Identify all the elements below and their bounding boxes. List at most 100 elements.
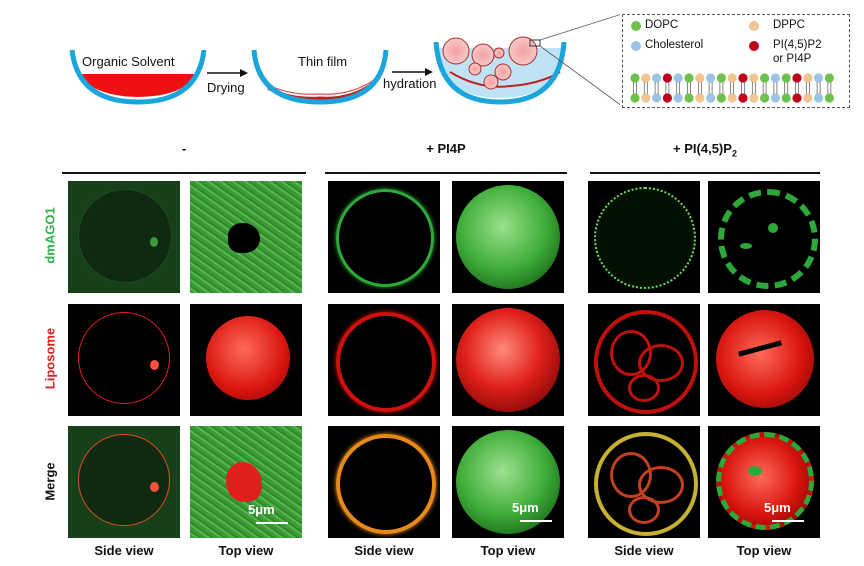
header-subscript: 2 xyxy=(731,148,737,159)
side-view-label: Side view xyxy=(614,543,674,558)
panel-merge-control-top: 5μm xyxy=(190,426,302,538)
panel-dmago1-pi4p-side xyxy=(328,181,440,293)
lipid-head xyxy=(673,73,683,83)
lipid-head xyxy=(749,93,759,103)
panel-merge-pi4p-side xyxy=(328,426,440,538)
lipid-tail xyxy=(633,82,637,94)
scale-bar-label: 5μm xyxy=(248,502,275,517)
panel-merge-pi4p-top: 5μm xyxy=(452,426,564,538)
thin-film-dish xyxy=(251,49,389,105)
row-label-merge: Merge xyxy=(42,462,58,501)
legend-pip2: PI(4,5)P2 xyxy=(773,39,822,51)
lipid-head xyxy=(716,73,726,83)
lipid-head xyxy=(824,93,834,103)
lipid-head xyxy=(792,93,802,103)
lipid-head xyxy=(824,73,834,83)
lipid-head xyxy=(706,93,716,103)
drying-label: Drying xyxy=(207,80,245,95)
scale-bar xyxy=(256,522,288,524)
column-header-pi4p: + PI4P xyxy=(426,141,466,156)
pip-icon xyxy=(749,41,759,51)
panel-dmago1-pip2-side xyxy=(588,181,700,293)
panel-liposome-pi4p-top xyxy=(452,304,564,416)
lipid-head xyxy=(781,93,791,103)
lipid-head xyxy=(781,73,791,83)
dopc-icon xyxy=(631,21,641,31)
panel-liposome-pip2-top xyxy=(708,304,820,416)
lipid-head xyxy=(803,93,813,103)
lipid-tail xyxy=(687,82,691,94)
lipid-head xyxy=(760,93,770,103)
lipid-tail xyxy=(708,82,713,94)
lipid-tail xyxy=(795,82,799,94)
column-divider xyxy=(62,172,306,174)
lipid-tail xyxy=(805,82,810,94)
column-divider xyxy=(590,172,820,174)
side-view-label: Side view xyxy=(94,543,154,558)
panel-liposome-pip2-side xyxy=(588,304,700,416)
liposome-dish xyxy=(433,14,620,106)
lipid-head xyxy=(716,93,726,103)
arrow-hydration xyxy=(392,68,433,76)
panel-dmago1-control-side xyxy=(68,181,180,293)
lipid-head xyxy=(738,73,748,83)
scale-bar-label: 5μm xyxy=(764,500,791,515)
lipid-legend: DOPC DPPC Cholesterol PI(4,5)P2 or PI4P xyxy=(622,14,850,108)
liposome-preparation-schematic xyxy=(69,14,620,106)
lipid-tail xyxy=(676,82,681,94)
panel-merge-control-side xyxy=(68,426,180,538)
lipid-tail xyxy=(827,82,832,94)
hydration-label: hydration xyxy=(383,76,437,91)
panel-liposome-pi4p-side xyxy=(328,304,440,416)
bilayer-icon xyxy=(630,73,834,103)
cholesterol-icon xyxy=(631,41,641,51)
lipid-head xyxy=(814,73,824,83)
lipid-head xyxy=(738,93,748,103)
lipid-tail xyxy=(741,82,745,94)
lipid-head xyxy=(641,73,651,83)
lipid-tail xyxy=(719,82,724,94)
scale-bar xyxy=(520,520,552,522)
scale-bar-label: 5μm xyxy=(512,500,539,515)
header-text: + PI(4,5)P xyxy=(673,141,732,156)
legend-pi4p: or PI4P xyxy=(773,53,812,65)
organic-solvent-label: Organic Solvent xyxy=(82,54,175,69)
panel-liposome-control-side xyxy=(68,304,180,416)
lipid-head xyxy=(760,73,770,83)
lipid-head xyxy=(673,93,683,103)
lipid-tail xyxy=(643,82,648,94)
thin-film-label: Thin film xyxy=(298,54,348,69)
lipid-head xyxy=(641,93,651,103)
lipid-tail xyxy=(665,82,670,94)
dppc-icon xyxy=(749,21,759,31)
row-label-dmago1: dmAGO1 xyxy=(42,207,58,264)
lipid-head xyxy=(727,73,737,83)
lipid-tail xyxy=(784,82,789,94)
lipid-head xyxy=(749,73,759,83)
lipid-tail xyxy=(816,82,821,94)
lipid-head xyxy=(652,73,662,83)
lipid-head xyxy=(803,73,813,83)
panel-liposome-control-top xyxy=(190,304,302,416)
top-view-label: Top view xyxy=(480,543,536,558)
top-view-label: Top view xyxy=(218,543,274,558)
panel-dmago1-pi4p-top xyxy=(452,181,564,293)
side-view-label: Side view xyxy=(354,543,414,558)
lipid-tail xyxy=(773,82,778,94)
lipid-head xyxy=(792,73,802,83)
lipid-head xyxy=(684,93,694,103)
legend-dopc: DOPC xyxy=(645,19,679,31)
scale-bar xyxy=(772,520,804,522)
column-header-pip2: + PI(4,5)P2 xyxy=(590,141,820,159)
top-view-label: Top view xyxy=(736,543,792,558)
arrow-drying xyxy=(207,69,248,77)
lipid-tail xyxy=(730,82,735,94)
row-label-liposome: Liposome xyxy=(42,327,58,390)
column-header-control: - xyxy=(181,141,187,156)
lipid-head xyxy=(630,73,640,83)
panel-merge-pip2-top: 5μm xyxy=(708,426,820,538)
panel-dmago1-pip2-top xyxy=(708,181,820,293)
lipid-head xyxy=(662,93,672,103)
panel-dmago1-control-top xyxy=(190,181,302,293)
